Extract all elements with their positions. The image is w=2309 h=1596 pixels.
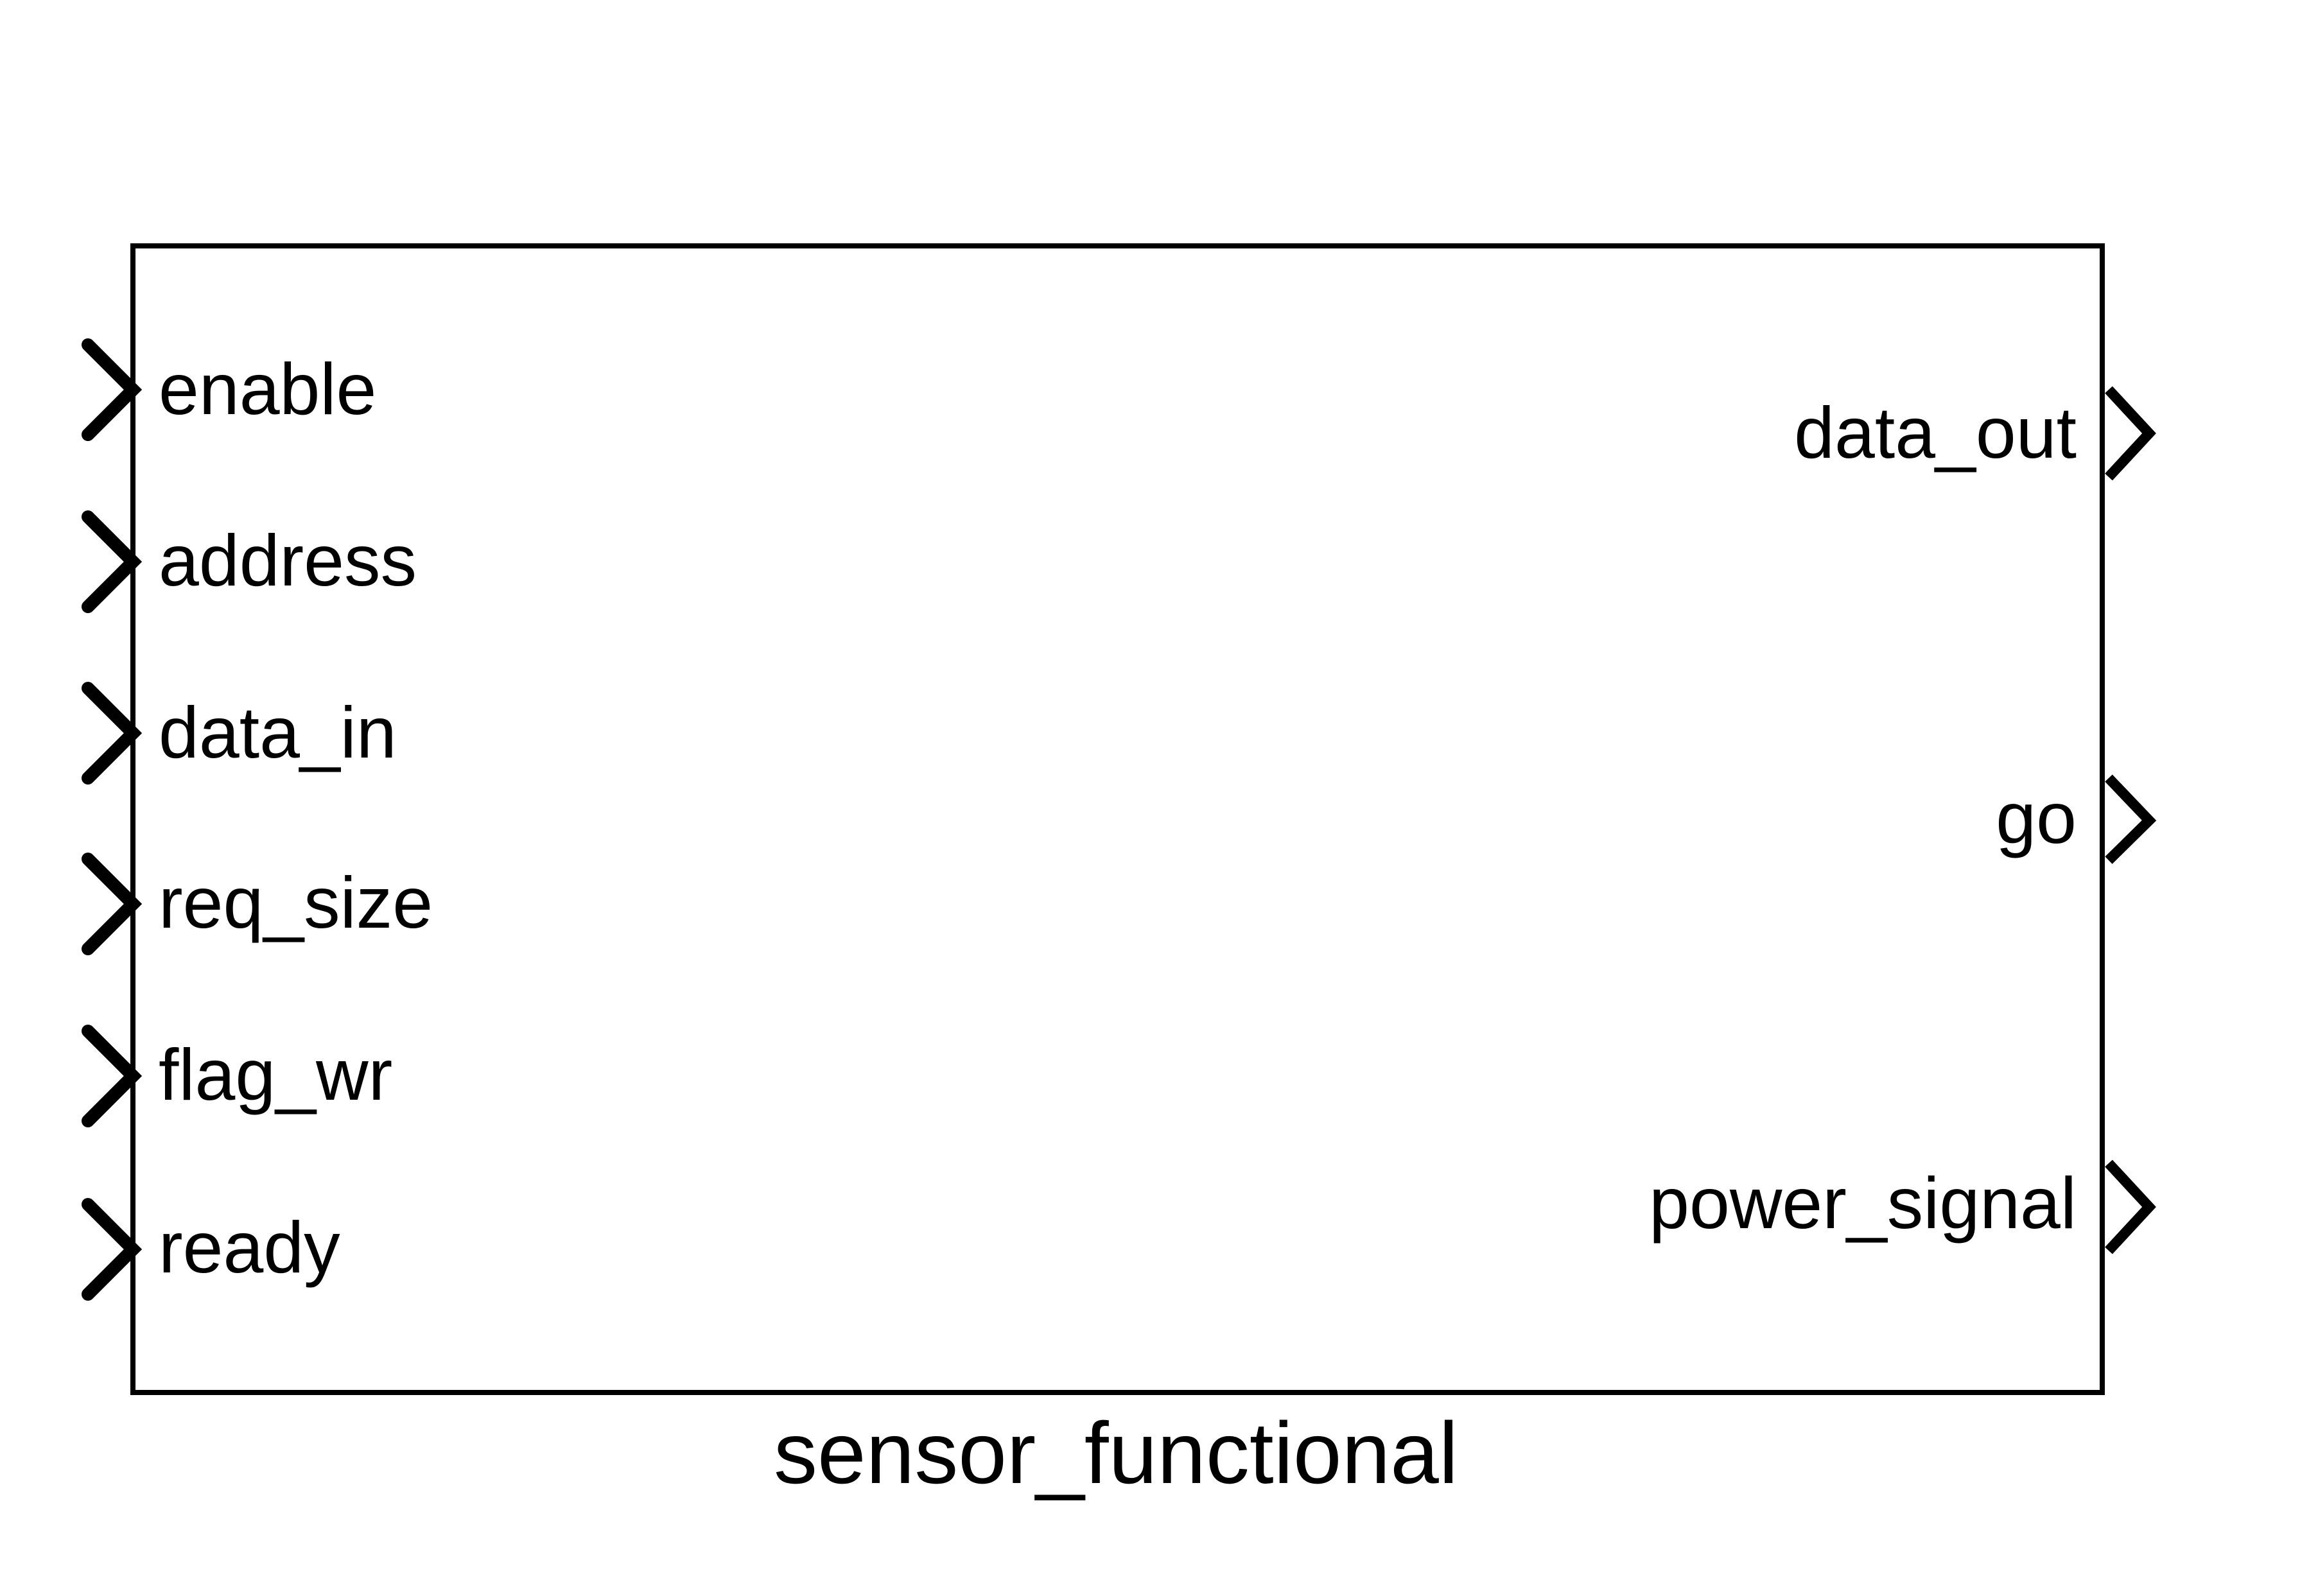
input-label-req-size: req_size: [159, 862, 433, 943]
input-label-flag-wr: flag_wr: [159, 1034, 392, 1115]
input-label-data-in: data_in: [159, 692, 397, 773]
input-label-enable: enable: [159, 349, 376, 429]
input-port-req-size-icon[interactable]: [82, 853, 143, 955]
block-name: sensor_functional: [774, 1404, 1458, 1502]
input-label-ready: ready: [159, 1207, 340, 1288]
block-body[interactable]: [130, 243, 2105, 1395]
input-port-data-in-icon[interactable]: [82, 682, 143, 785]
output-label-go: go: [1996, 777, 2077, 858]
output-label-data-out: data_out: [1794, 392, 2077, 473]
input-port-address-icon[interactable]: [82, 510, 143, 613]
input-port-flag-wr-icon[interactable]: [82, 1025, 143, 1127]
output-label-power-signal: power_signal: [1649, 1163, 2077, 1244]
input-port-ready-icon[interactable]: [82, 1198, 143, 1301]
output-port-data-out-icon[interactable]: [2105, 386, 2156, 481]
output-port-power-signal-icon[interactable]: [2105, 1159, 2156, 1254]
input-label-address: address: [159, 520, 417, 601]
output-port-go-icon[interactable]: [2105, 774, 2157, 864]
input-port-enable-icon[interactable]: [82, 338, 143, 441]
